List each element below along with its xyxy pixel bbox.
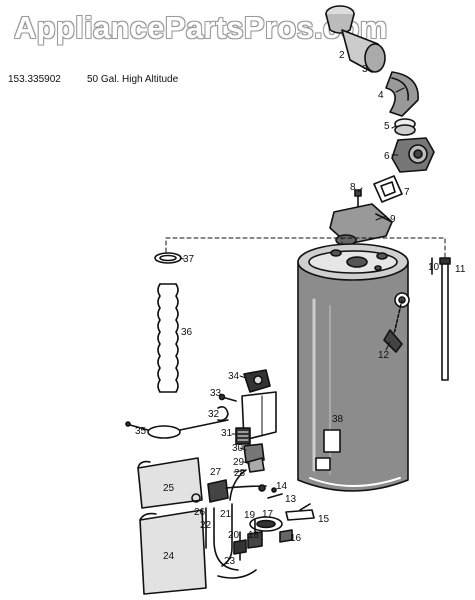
part-15-manifold — [285, 503, 315, 521]
part-5-coupling — [394, 118, 416, 136]
part-label: 18 — [248, 530, 260, 541]
part-32-clip — [217, 406, 229, 422]
part-36-flex-connector — [157, 283, 179, 393]
part-label: 38 — [332, 414, 344, 425]
part-16-orifice — [279, 529, 293, 543]
part-26-washer — [191, 493, 201, 503]
part-17-burner — [249, 516, 283, 532]
part-14-screw — [258, 484, 277, 493]
part-20-pilot-orifice — [233, 539, 247, 555]
part-7-gasket — [373, 175, 403, 203]
part-label: 28 — [234, 468, 246, 479]
part-13-screw — [267, 493, 283, 499]
part-label: 14 — [276, 481, 288, 492]
part-label: 35 — [135, 426, 147, 437]
part-label: 26 — [194, 507, 206, 518]
part-label: 16 — [290, 533, 302, 544]
part-12-relief-valve — [383, 299, 403, 353]
part-label: 15 — [318, 514, 330, 525]
part-label: 24 — [163, 551, 175, 562]
part-25-outer-door — [137, 457, 203, 509]
part-label: 22 — [200, 520, 212, 531]
part-1-vent-cap — [325, 5, 355, 34]
part-label: 10 — [428, 262, 440, 273]
part-label: 27 — [210, 467, 222, 478]
model-number: 153.335902 — [8, 74, 61, 85]
part-28-wire — [229, 469, 247, 501]
part-4-elbow — [385, 71, 419, 117]
part-3-vent-pipe — [341, 29, 386, 73]
part-label: 6 — [384, 151, 390, 162]
part-27-igniter — [207, 479, 267, 503]
part-29-fitting — [247, 457, 265, 473]
part-30-valve-unit — [243, 443, 265, 463]
part-label: 13 — [285, 494, 297, 505]
part-label: 3 — [362, 64, 368, 75]
part-label: 11 — [455, 264, 466, 275]
model-description: 50 Gal. High Altitude — [87, 74, 179, 85]
part-label: 23 — [224, 556, 236, 567]
part-37-gasket — [154, 252, 182, 264]
part-label: 4 — [378, 90, 384, 101]
part-label: 5 — [384, 121, 390, 132]
water-heater-tank — [297, 243, 410, 492]
watermark-logo: AppliancePartsPros.com — [14, 10, 388, 45]
part-34-knob — [243, 369, 271, 393]
part-label: 31 — [221, 428, 233, 439]
part-33-screw — [218, 393, 237, 402]
leader-lines — [179, 87, 405, 473]
part-22-tubing — [205, 507, 239, 571]
part-9-flue-adapter — [329, 203, 393, 246]
part-23-wire — [217, 569, 257, 579]
part-label: 12 — [378, 350, 390, 361]
part-label: 17 — [262, 509, 274, 520]
part-label: 20 — [228, 530, 240, 541]
part-label: 32 — [208, 409, 220, 420]
part-label: 19 — [244, 510, 256, 521]
part-label: 7 — [404, 187, 410, 198]
part-label: 25 — [163, 483, 175, 494]
part-35-thermocouple — [125, 419, 229, 439]
part-label: 29 — [233, 457, 245, 468]
part-label: 21 — [220, 509, 232, 520]
part-6-blower — [391, 137, 435, 173]
part-24-inner-door — [139, 509, 207, 595]
part-label: 37 — [183, 254, 195, 265]
part-label: 33 — [210, 388, 222, 399]
part-label: 2 — [339, 50, 345, 61]
part-label: 30 — [232, 443, 244, 454]
part-11-anode-rod — [439, 257, 451, 381]
part-label: 9 — [390, 214, 396, 225]
part-label: 34 — [228, 371, 240, 382]
part-18-pilot — [247, 519, 263, 549]
part-31-gas-valve — [235, 427, 251, 445]
part-label: 36 — [181, 327, 193, 338]
part-label: 8 — [350, 182, 356, 193]
